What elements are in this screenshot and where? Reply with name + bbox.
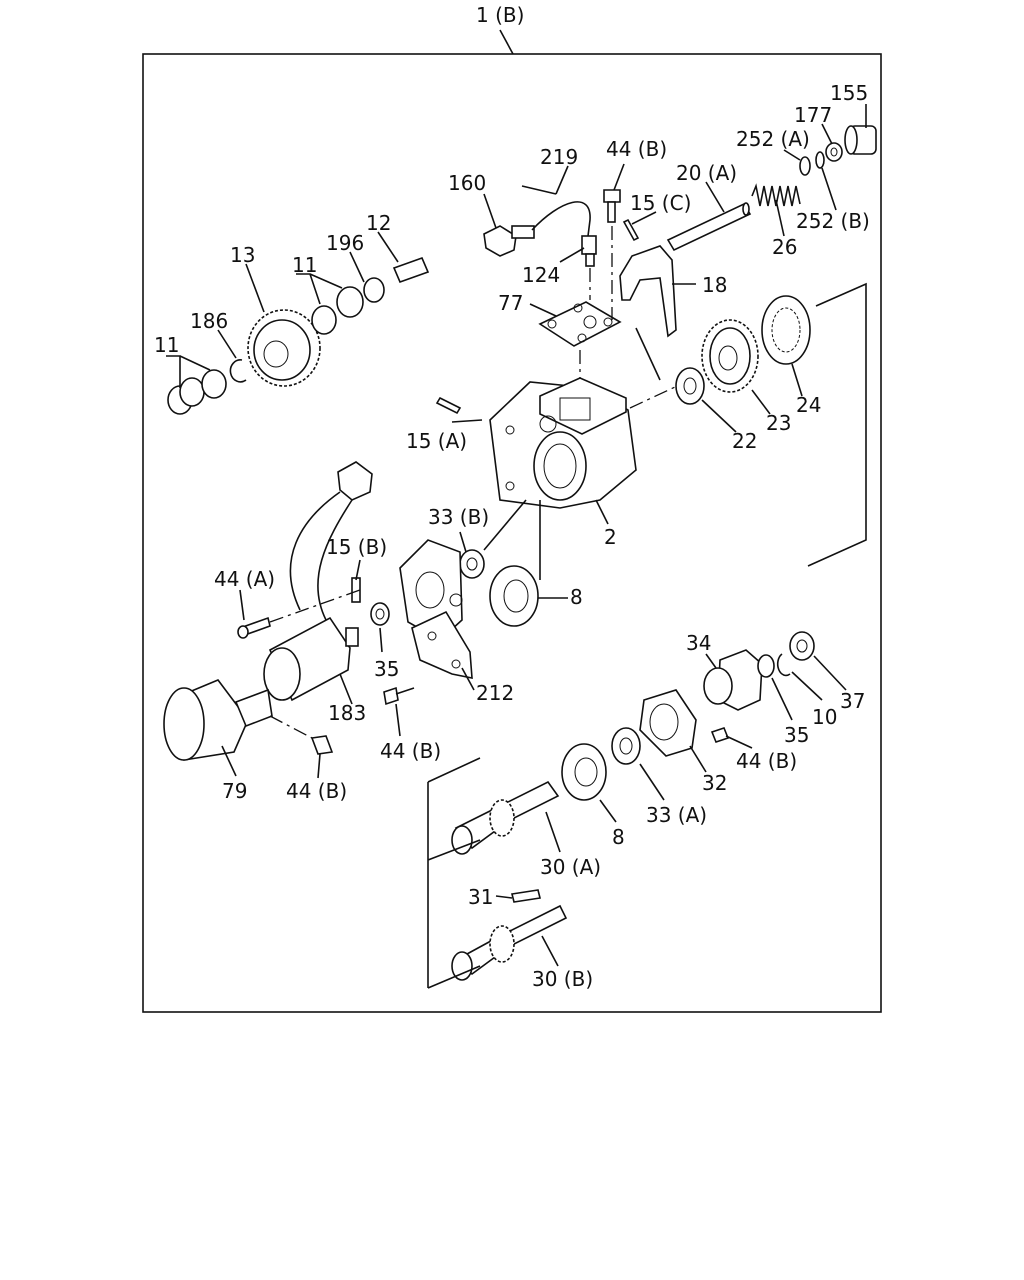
housing-2 (489, 377, 637, 509)
callout-219: 219 (540, 145, 578, 169)
callout-32: 32 (702, 771, 727, 795)
callout-37: 37 (840, 689, 865, 713)
callout-8-top: 8 (570, 585, 583, 609)
needle-bearing-11-left (167, 377, 205, 415)
callout-12: 12 (366, 211, 391, 235)
assembly-label: 1 (B) (476, 3, 524, 27)
housing-34 (703, 649, 763, 711)
callout-183: 183 (328, 701, 366, 725)
bolt-44b-right (710, 727, 730, 743)
ball-bearing-8-top (489, 565, 539, 627)
callout-35-mid: 35 (374, 657, 399, 681)
snap-ring-10 (776, 653, 791, 677)
bearing-33b (459, 549, 485, 579)
cover-79 (163, 679, 273, 761)
gear-23 (701, 319, 759, 393)
bolt-44b-mid (383, 686, 415, 706)
leader-lines (166, 104, 867, 967)
callout-11-left: 11 (154, 333, 179, 357)
bolt-44b-low (310, 735, 334, 755)
callout-79: 79 (222, 779, 247, 803)
callout-30a: 30 (A) (540, 855, 601, 879)
callout-18: 18 (702, 273, 727, 297)
sensor-124 (581, 235, 597, 267)
bolt-44b-top (603, 189, 621, 223)
motor-183 (263, 616, 359, 702)
spacer-11-left (201, 369, 227, 399)
pin-31 (511, 889, 541, 903)
pin-15c (622, 218, 640, 242)
callout-124: 124 (522, 263, 560, 287)
gear-13 (247, 309, 321, 387)
spacer-11-top (311, 305, 337, 335)
callout-8-low: 8 (612, 825, 625, 849)
shaft-12 (392, 256, 430, 284)
callout-177: 177 (794, 103, 832, 127)
callout-44b-low: 44 (B) (286, 779, 347, 803)
gasket-212 (411, 610, 473, 679)
ball-bearing-8-low (561, 743, 607, 801)
callout-252a: 252 (A) (736, 127, 810, 151)
shaft-30b (451, 904, 568, 981)
callout-33a: 33 (A) (646, 803, 707, 827)
callout-26: 26 (772, 235, 797, 259)
snap-ring-186 (229, 359, 247, 383)
nut-177 (825, 142, 843, 162)
cap-155 (844, 125, 877, 155)
callout-30b: 30 (B) (532, 967, 593, 991)
shift-fork-18 (619, 245, 677, 338)
bolt-44a (237, 616, 271, 639)
callout-10: 10 (812, 705, 837, 729)
callout-196: 196 (326, 231, 364, 255)
nut-37 (789, 631, 815, 661)
shift-rod-20a (666, 202, 752, 252)
needle-bearing-11-top (336, 286, 364, 318)
callout-33b: 33 (B) (428, 505, 489, 529)
callout-23: 23 (766, 411, 791, 435)
flange-32 (639, 689, 697, 757)
washer-35-mid (370, 602, 390, 626)
callout-44b-mid: 44 (B) (380, 739, 441, 763)
callout-13: 13 (230, 243, 255, 267)
washer-22 (675, 367, 705, 405)
callout-31: 31 (468, 885, 493, 909)
callout-155: 155 (830, 81, 868, 105)
washer-35-right (757, 654, 775, 678)
callout-20a: 20 (A) (676, 161, 737, 185)
callout-15b: 15 (B) (326, 535, 387, 559)
ring-196 (363, 277, 385, 303)
callout-212: 212 (476, 681, 514, 705)
pin-15a (435, 396, 462, 415)
callout-15a: 15 (A) (406, 429, 467, 453)
cover-plate-77 (538, 301, 622, 347)
callout-77: 77 (498, 291, 523, 315)
sleeve-24 (761, 295, 811, 365)
assembly-frame (142, 53, 882, 1013)
washer-252b (815, 151, 825, 169)
callout-24: 24 (796, 393, 821, 417)
shaft-30a (451, 780, 560, 855)
callout-2: 2 (604, 525, 617, 549)
callout-186: 186 (190, 309, 228, 333)
seal-33a (611, 727, 641, 765)
callout-34: 34 (686, 631, 711, 655)
callout-44b-right: 44 (B) (736, 749, 797, 773)
callout-252b: 252 (B) (796, 209, 870, 233)
washer-252a (799, 156, 811, 176)
callout-22: 22 (732, 429, 757, 453)
connector-wiring (289, 461, 373, 621)
callout-11-top: 11 (292, 253, 317, 277)
switch-160 (483, 185, 591, 257)
callout-35-right: 35 (784, 723, 809, 747)
callout-160: 160 (448, 171, 486, 195)
callout-labels: 155 177 252 (A) 252 (B) 219 44 (B) 20 (A… (154, 81, 870, 991)
callout-15c: 15 (C) (630, 191, 691, 215)
callout-44a: 44 (A) (214, 567, 275, 591)
callout-44b-top: 44 (B) (606, 137, 667, 161)
spring-26 (751, 183, 801, 207)
